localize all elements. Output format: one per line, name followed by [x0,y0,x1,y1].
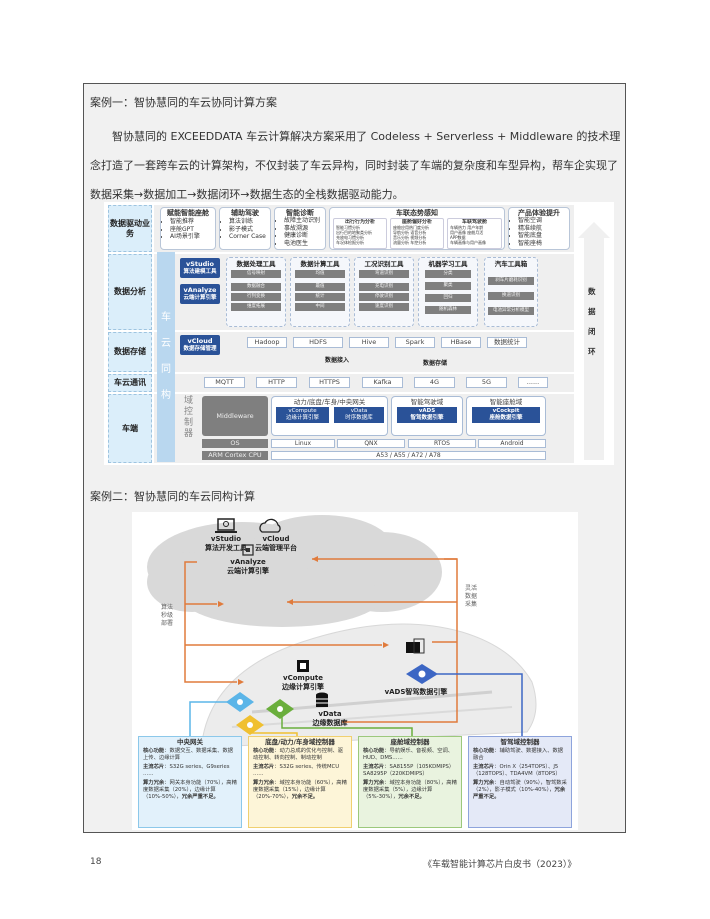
storage-spark: Spark [395,337,435,348]
data-loop-label: 数据闭环 [588,287,596,356]
data-loop-arrow [578,222,610,460]
processor-dark-icon [297,660,309,672]
business-box-adas: 辅助驾驶 算法训练影子模式Corner Case [219,207,271,250]
comm-4g: 4G [414,377,455,388]
business-box-perception: 车联态势感知 出行行为分析 智能习惯分析 出行目的地聚类分析 充放电习惯分析 车… [329,207,505,250]
row-label-comm: 车云通讯 [108,374,152,392]
os-qnx: QNX [337,439,405,448]
perception-dashboard: 车联驾驶舱 车辆热力 用户年龄 用户画像 座舱月活 APP数据 车辆画像与用户画… [447,218,502,249]
label-data-ingest: 数据接入 [325,357,350,364]
row-label-analysis: 数据分析 [108,254,152,330]
row-label-business: 数据驱动业务 [108,205,152,252]
comm-http: HTTP [256,377,297,388]
comm-5g: 5G [466,377,507,388]
label-data-store: 数据存储 [423,360,448,367]
content-card: 案例一：智协慧同的车云协同计算方案 智协慧同的 EXCEEDDATA 车云计算解… [83,83,626,833]
book-title: 《车载智能计算芯片白皮书（2023）》 [423,860,577,870]
cloud-icon [259,518,281,533]
flexible-collection-note: 灵活数据采集 [465,585,478,608]
laptop-icon [215,518,237,533]
chip-gateway-icon [226,692,254,712]
controller-box-chassis: 底盘/动力/车身域控制器 核心功能：动力总成的优化与控制、驱动控制、转向控制、制… [248,736,352,828]
chip-cockpit-icon [266,699,294,719]
storage-hadoop: Hadoop [247,337,287,348]
chip-ads-icon [406,664,438,684]
tool-condition-recognition: 工况识别工具 弯道识别 充电识别 停驶识别 速度识别 [354,257,414,327]
storage-hive: Hive [349,337,389,348]
perception-cockpit: 座舱偏好分析 座舱应用热门度分析 导航分析 语音分析 音乐分析 视频分析 流量分… [390,218,444,249]
os-android: Android [478,439,546,448]
os-label: OS [202,439,268,448]
tool-data-processing: 数据处理工具 信号映射 数据融合 行列变换 维度拓展 [226,257,286,327]
comm-more: ...... [518,377,548,388]
perception-travel: 出行行为分析 智能习惯分析 出行目的地聚类分析 充放电习惯分析 车况体检报分析 [333,218,387,249]
database-icon [316,692,328,707]
monitors-icon [406,638,425,654]
controller-box-ads: 智驾域控制器 核心功能：辅助驾驶、数据接入、数据融合 主流芯片：Orin X（2… [468,736,572,828]
diagram2-graphics [147,515,537,748]
vehicle-cloud-isomorphic-strip: 车 云 同 构 [157,252,175,462]
controller-box-cockpit: 座舱域控制器 核心功能：导航娱乐、音视频、空调、HUD、DMS…… 主流芯片：S… [358,736,462,828]
comm-https: HTTPS [309,377,350,388]
tool-data-compute: 数据计算工具 均值 最值 统计 中间 [290,257,350,327]
gateway-line [189,701,240,736]
storage-hbase: HBase [441,337,481,348]
business-box-cockpit: 赋能智能座舱 智能推荐座舱GPTAI场景引擎 [160,207,216,250]
storage-stats: 数据统计 [487,337,527,348]
vads-label: vADS智驾数据引擎 [384,688,448,696]
ads-line [437,673,523,736]
chip-chassis-icon [236,715,264,735]
controller-box-gateway: 中央网关 核心功能：数据交互、数据采集、数据上传、边缘计算 主流芯片：S32G … [138,736,242,828]
processor-icon [242,544,254,556]
tool-auto-toolbox: 汽车工具箱 刹车片磨耗识别 换道识别 电池异常分析模型 [484,257,538,327]
business-box-diagnosis: 智能诊断 故障主动识别事故溯源健康诊断电池医生 [274,207,326,250]
cockpit-line [281,712,413,736]
algorithm-deploy-note: 算法秒级部署 [161,604,174,627]
os-rtos: RTOS [408,439,476,448]
case2-title: 案例二：智协慧同的车云同构计算 [90,490,255,503]
os-linux: Linux [271,439,335,448]
row-label-vehicle: 车端 [108,394,152,463]
middleware-block: Middleware [202,396,268,436]
case1-title: 案例一：智协慧同的车云协同计算方案 [90,96,277,109]
domain-controller-label: 域控制器 [184,396,194,439]
comm-kafka: Kafka [362,377,403,388]
cloud-shape [147,515,442,627]
architecture-diagram: 数据驱动业务 数据分析 数据存储 车云通讯 车端 赋能智能座舱 智能推荐座舱GP… [104,202,614,465]
deploy-arrows [184,558,458,723]
row-label-storage: 数据存储 [108,332,152,372]
comm-mqtt: MQTT [204,377,245,388]
storage-hdfs: HDFS [293,337,343,348]
business-box-experience: 产品体验提升 智能空调精准续航智能底盘智能座椅 [508,207,570,250]
case1-paragraph: 智协慧同的 EXCEEDDATA 车云计算解决方案采用了 Codeless + … [90,130,621,201]
cpu-list: A53 / A55 / A72 / A78 [271,451,546,460]
tool-machine-learning: 机器学习工具 分类 聚类 回归 随机森林 [418,257,478,327]
page-number: 18 [90,857,102,867]
cpu-label: ARM Cortex CPU [202,451,268,460]
